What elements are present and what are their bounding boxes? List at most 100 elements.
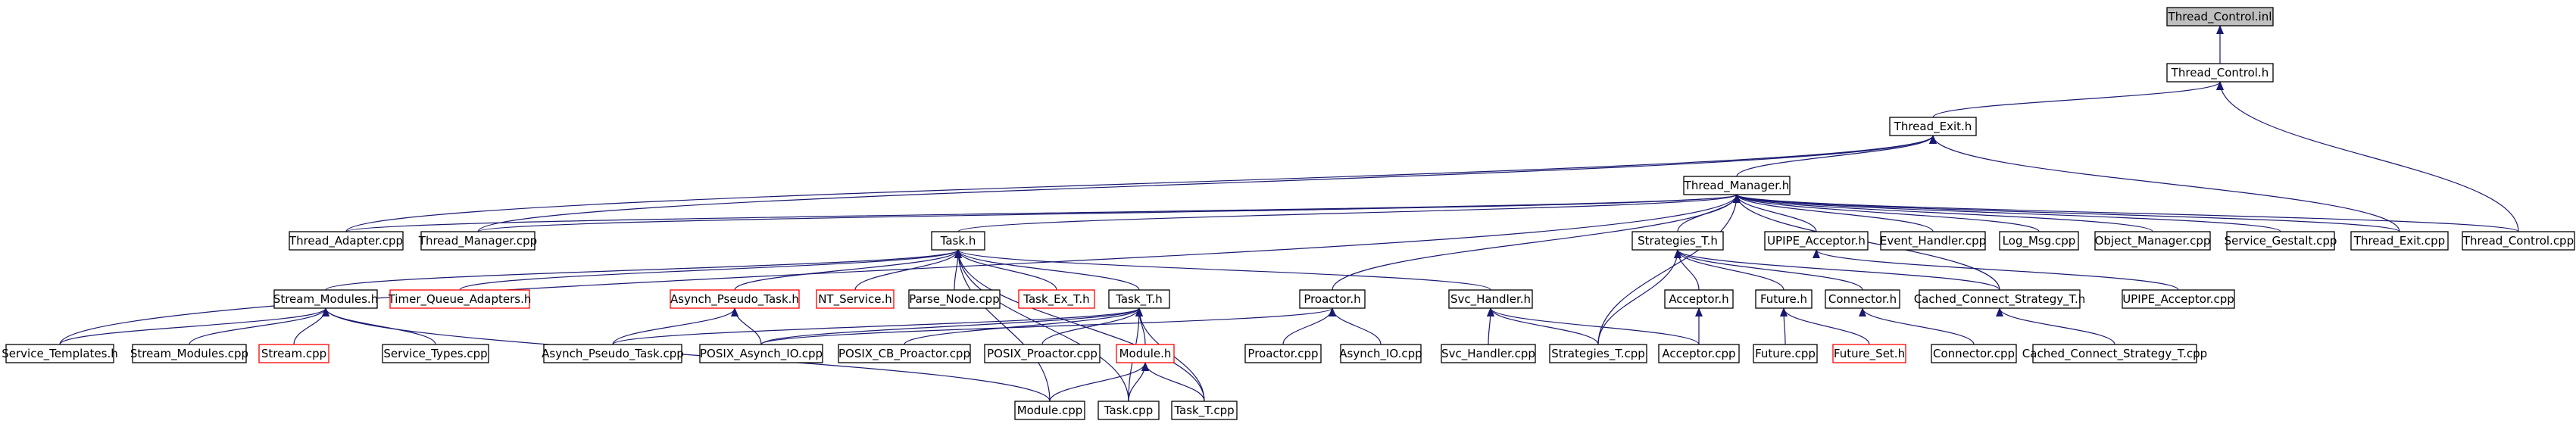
node-asynch-pseudo-task-cpp[interactable]: Asynch_Pseudo_Task.cpp [542,344,684,363]
node-box[interactable] [2462,231,2575,251]
node-proactor-cpp[interactable]: Proactor.cpp [1244,344,1322,363]
node-svc-handler-cpp[interactable]: Svc_Handler.cpp [1441,344,1536,363]
node-box[interactable] [1098,401,1160,420]
node-module-h[interactable]: Module.h [1116,344,1175,363]
node-box[interactable] [273,289,378,309]
node-thread-manager-h[interactable]: Thread_Manager.h [1683,176,1791,195]
node-box[interactable] [1631,231,1724,251]
node-object-manager-cpp[interactable]: Object_Manager.cpp [2094,231,2211,251]
node-box[interactable] [1018,289,1095,309]
node-box[interactable] [382,344,489,363]
node-box[interactable] [1014,401,1085,420]
node-box[interactable] [1441,344,1536,363]
node-service-gestalt-cpp[interactable]: Service_Gestalt.cpp [2225,231,2337,251]
node-box[interactable] [2166,63,2274,83]
node-cached-connect-strategy-t-h[interactable]: Cached_Connect_Strategy_T.h [1914,289,2086,309]
node-box[interactable] [2166,7,2274,26]
node-thread-manager-cpp[interactable]: Thread_Manager.cpp [418,231,537,251]
node-box[interactable] [1108,289,1170,309]
node-stream-modules-h[interactable]: Stream_Modules.h [273,289,378,309]
node-posix-asynch-io-cpp[interactable]: POSIX_Asynch_IO.cpp [699,344,823,363]
node-box[interactable] [2226,231,2335,251]
node-thread-control-cpp[interactable]: Thread_Control.cpp [2462,231,2575,251]
node-box[interactable] [420,231,535,251]
node-box[interactable] [1299,289,1366,309]
node-stream-cpp[interactable]: Stream.cpp [258,344,329,363]
node-asynch-pseudo-task-h[interactable]: Asynch_Pseudo_Task.h [670,289,800,309]
node-box[interactable] [1244,344,1322,363]
node-connector-h[interactable]: Connector.h [1825,289,1900,309]
node-future-cpp[interactable]: Future.cpp [1753,344,1818,363]
node-upipe-acceptor-h[interactable]: UPIPE_Acceptor.h [1764,231,1869,251]
node-box[interactable] [908,289,1001,309]
node-box[interactable] [258,344,329,363]
node-upipe-acceptor-cpp[interactable]: UPIPE_Acceptor.cpp [2122,289,2235,309]
node-proactor-h[interactable]: Proactor.h [1299,289,1366,309]
node-box[interactable] [1683,176,1791,195]
node-box[interactable] [2122,289,2235,309]
node-box[interactable] [289,231,404,251]
node-box[interactable] [1764,231,1869,251]
node-box[interactable] [699,344,823,363]
node-svc-handler-h[interactable]: Svc_Handler.h [1448,289,1533,309]
node-module-cpp[interactable]: Module.cpp [1014,401,1085,420]
node-thread-adapter-cpp[interactable]: Thread_Adapter.cpp [289,231,404,251]
node-box[interactable] [1664,289,1734,309]
node-box[interactable] [1825,289,1900,309]
node-task-ex-t-h[interactable]: Task_Ex_T.h [1018,289,1095,309]
node-box[interactable] [389,289,530,309]
node-box[interactable] [1931,344,2017,363]
node-task-cpp[interactable]: Task.cpp [1098,401,1160,420]
node-box[interactable] [1880,231,1986,251]
node-thread-exit-h[interactable]: Thread_Exit.h [1889,117,1977,136]
node-asynch-io-cpp[interactable]: Asynch_IO.cpp [1339,344,1422,363]
node-box[interactable] [1753,344,1818,363]
node-box[interactable] [1919,289,2081,309]
node-acceptor-h[interactable]: Acceptor.h [1664,289,1734,309]
node-timer-queue-adapters-h[interactable]: Timer_Queue_Adapters.h [388,289,532,309]
node-box[interactable] [132,344,247,363]
node-cached-connect-strategy-t-cpp[interactable]: Cached_Connect_Strategy_T.cpp [2022,344,2207,363]
node-box[interactable] [1448,289,1533,309]
node-box[interactable] [670,289,800,309]
node-nt-service-h[interactable]: NT_Service.h [816,289,895,309]
node-box[interactable] [1549,344,1647,363]
node-event-handler-cpp[interactable]: Event_Handler.cpp [1880,231,1986,251]
node-stream-modules-cpp[interactable]: Stream_Modules.cpp [130,344,248,363]
node-box[interactable] [984,344,1101,363]
node-thread-control-inl[interactable]: Thread_Control.inl [2166,7,2274,26]
node-box[interactable] [2350,231,2449,251]
node-connector-cpp[interactable]: Connector.cpp [1931,344,2017,363]
node-thread-control-h[interactable]: Thread_Control.h [2166,63,2274,83]
node-task-t-cpp[interactable]: Task_T.cpp [1171,401,1238,420]
node-box[interactable] [1999,231,2079,251]
node-posix-proactor-cpp[interactable]: POSIX_Proactor.cpp [984,344,1101,363]
node-box[interactable] [931,231,985,251]
node-box[interactable] [1116,344,1175,363]
node-strategies-t-cpp[interactable]: Strategies_T.cpp [1549,344,1647,363]
node-log-msg-cpp[interactable]: Log_Msg.cpp [1999,231,2079,251]
node-box[interactable] [1171,401,1238,420]
node-future-set-h[interactable]: Future_Set.h [1832,344,1906,363]
node-task-t-h[interactable]: Task_T.h [1108,289,1170,309]
node-box[interactable] [1658,344,1740,363]
node-task-h[interactable]: Task.h [931,231,985,251]
node-box[interactable] [1340,344,1422,363]
node-box[interactable] [2094,231,2211,251]
node-strategies-t-h[interactable]: Strategies_T.h [1631,231,1724,251]
node-service-types-cpp[interactable]: Service_Types.cpp [382,344,489,363]
node-parse-node-cpp[interactable]: Parse_Node.cpp [908,289,1001,309]
node-box[interactable] [2032,344,2197,363]
node-box[interactable] [1889,117,1977,136]
node-box[interactable] [1832,344,1906,363]
node-future-h[interactable]: Future.h [1755,289,1813,309]
node-box[interactable] [1755,289,1813,309]
node-thread-exit-cpp[interactable]: Thread_Exit.cpp [2350,231,2449,251]
node-box[interactable] [838,344,971,363]
node-box[interactable] [816,289,895,309]
node-posix-cb-proactor-cpp[interactable]: POSIX_CB_Proactor.cpp [838,344,971,363]
node-box[interactable] [543,344,682,363]
node-service-templates-h[interactable]: Service_Templates.h [2,344,118,363]
node-box[interactable] [5,344,114,363]
node-acceptor-cpp[interactable]: Acceptor.cpp [1658,344,1740,363]
